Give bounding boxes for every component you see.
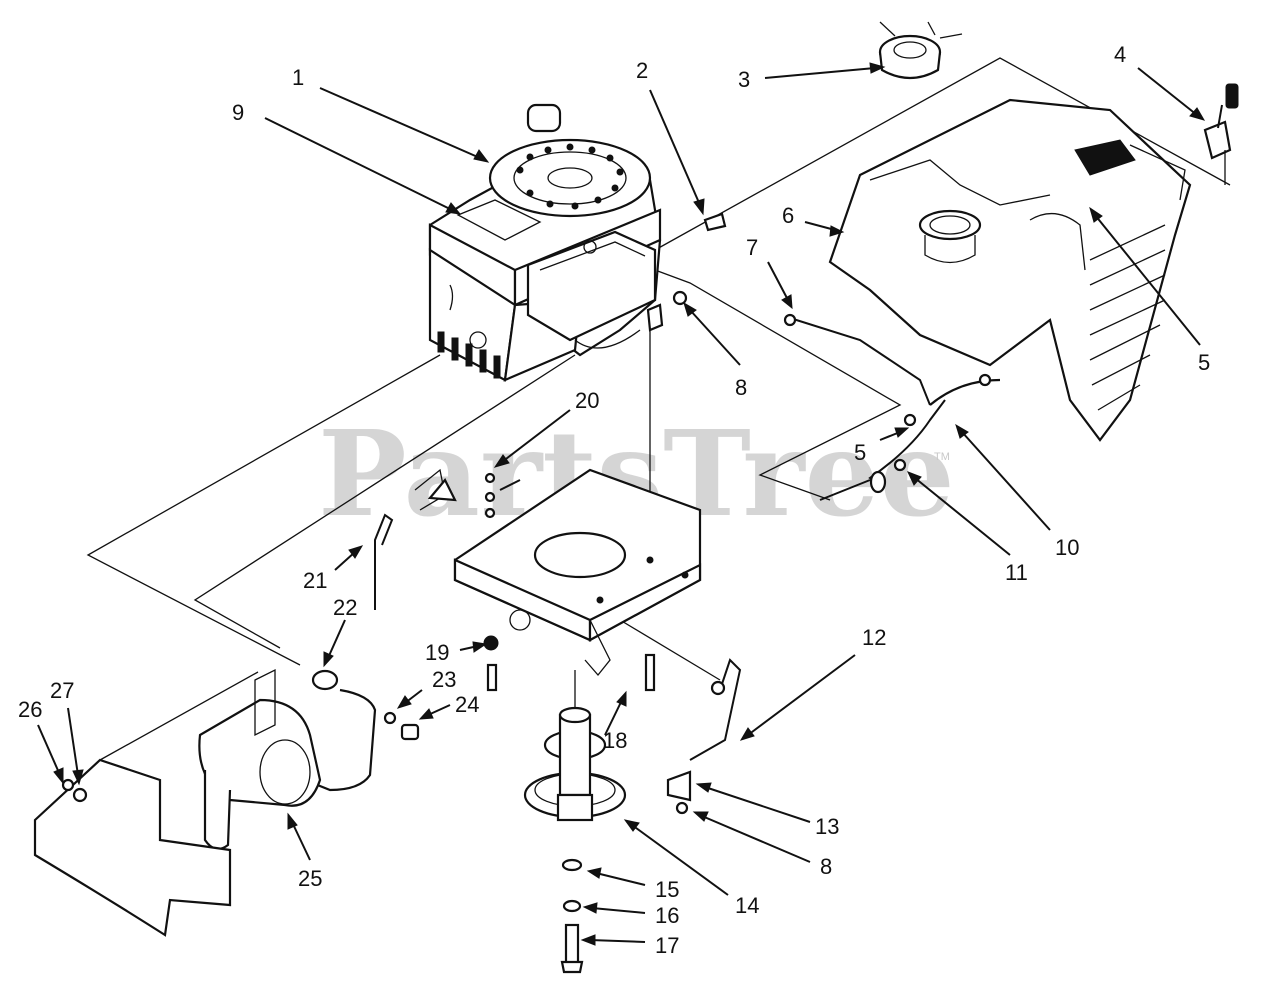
engine-fasteners — [646, 212, 727, 332]
callout-22: 22 — [333, 595, 357, 620]
callout-6: 6 — [782, 203, 794, 228]
callout-17: 17 — [655, 933, 679, 958]
callout-18: 18 — [603, 728, 627, 753]
callout-9: 9 — [232, 100, 244, 125]
pivot-bracket — [666, 770, 692, 815]
callout-4: 4 — [1114, 42, 1126, 67]
callout-7: 7 — [746, 235, 758, 260]
callout-10: 10 — [1055, 535, 1079, 560]
callout-21: 21 — [303, 568, 327, 593]
callout-5-upper: 5 — [1198, 350, 1210, 375]
callout-26: 26 — [18, 697, 42, 722]
throttle-control — [1203, 83, 1239, 185]
muffler — [198, 668, 322, 851]
fuel-cap — [878, 21, 963, 80]
callout-23: 23 — [432, 667, 456, 692]
fuel-tank-body — [828, 98, 1192, 442]
callout-3: 3 — [738, 67, 750, 92]
pulley-fasteners — [560, 858, 584, 974]
callout-16: 16 — [655, 903, 679, 928]
heat-shield — [33, 758, 232, 937]
clip-bracket — [414, 468, 521, 519]
leader-lines — [37, 62, 1206, 946]
callout-2: 2 — [636, 58, 648, 83]
callout-11: 11 — [1005, 560, 1028, 585]
mounting-bolts — [483, 635, 656, 692]
callout-25: 25 — [298, 866, 322, 891]
callout-1: 1 — [292, 65, 304, 90]
callout-15: 15 — [655, 877, 679, 902]
exhaust-pipe — [304, 669, 420, 792]
engine-assembly — [428, 103, 662, 382]
callout-20: 20 — [575, 388, 599, 413]
drive-pulley — [523, 706, 627, 822]
callout-labels: 1 2 3 4 5 5 6 7 8 8 9 10 11 12 13 14 15 … — [18, 42, 1210, 958]
watermark-trademark: TM — [934, 451, 950, 463]
callout-24: 24 — [455, 692, 479, 717]
right-rod — [689, 658, 742, 761]
callout-5-lower: 5 — [854, 440, 866, 465]
callout-13: 13 — [815, 814, 839, 839]
callout-14: 14 — [735, 893, 759, 918]
callout-8-lower: 8 — [820, 854, 832, 879]
engine-mounting-plate — [453, 468, 702, 677]
left-rod — [374, 513, 394, 610]
callout-12: 12 — [862, 625, 886, 650]
callout-19: 19 — [425, 640, 449, 665]
fuel-line-assembly — [783, 313, 1001, 501]
callout-27: 27 — [50, 678, 74, 703]
callout-8-upper: 8 — [735, 375, 747, 400]
assembly-outline-lines — [86, 57, 1231, 761]
